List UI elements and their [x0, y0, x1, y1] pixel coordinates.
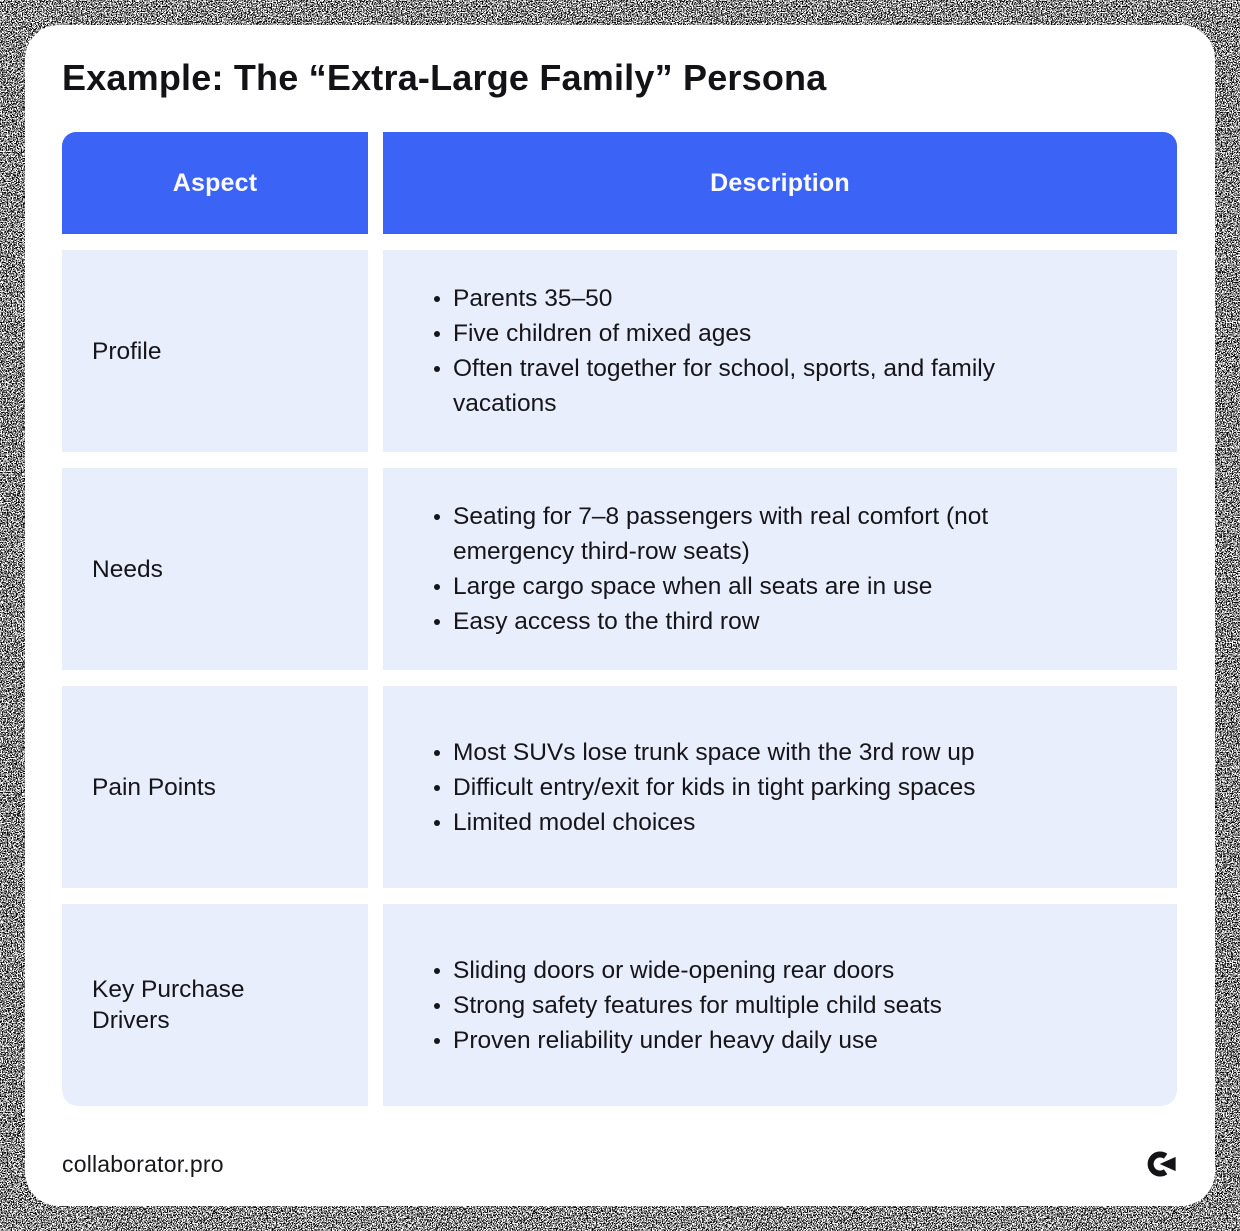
aspect-cell: Key Purchase Drivers [62, 904, 368, 1107]
description-cell: Most SUVs lose trunk space with the 3rd … [383, 686, 1177, 889]
content-card: Example: The “Extra-Large Family” Person… [25, 25, 1215, 1206]
bullet-dot-icon [434, 584, 440, 591]
bullet-dot-icon [434, 819, 440, 826]
aspect-label: Profile [92, 337, 162, 365]
collaborator-logo-icon [1147, 1148, 1177, 1180]
bullet-item: Five children of mixed ages [434, 316, 1052, 351]
header-cell-description: Description [383, 132, 1177, 235]
bullet-dot-icon [434, 1037, 440, 1044]
bullet-dot-icon [434, 331, 440, 338]
bullet-item: Limited model choices [434, 805, 1052, 840]
bullet-text: Large cargo space when all seats are in … [453, 573, 933, 601]
description-cell: Sliding doors or wide-opening rear doors… [383, 904, 1177, 1107]
bullet-item: Proven reliability under heavy daily use [434, 1023, 1052, 1058]
bullet-item: Often travel together for school, sports… [434, 351, 1052, 421]
bullet-text: Seating for 7–8 passengers with real com… [453, 503, 989, 566]
bullet-list: Sliding doors or wide-opening rear doors… [434, 953, 1052, 1058]
table-header-row: Aspect Description [62, 132, 1177, 235]
bullet-text: Limited model choices [453, 808, 696, 836]
bullet-dot-icon [434, 366, 440, 373]
aspect-label: Key Purchase Drivers [92, 976, 245, 1035]
bullet-item: Seating for 7–8 passengers with real com… [434, 499, 1052, 569]
bullet-dot-icon [434, 1002, 440, 1009]
bullet-text: Parents 35–50 [453, 285, 613, 313]
bullet-dot-icon [434, 967, 440, 974]
bullet-dot-icon [434, 296, 440, 303]
bullet-dot-icon [434, 749, 440, 756]
aspect-cell: Needs [62, 468, 368, 671]
bullet-item: Most SUVs lose trunk space with the 3rd … [434, 735, 1052, 770]
bullet-text: Often travel together for school, sports… [453, 355, 995, 418]
table-row: Pain Points Most SUVs lose trunk space wi… [62, 686, 1177, 889]
bullet-list: Seating for 7–8 passengers with real com… [434, 499, 1052, 639]
bullet-dot-icon [434, 514, 440, 521]
bullet-text: Most SUVs lose trunk space with the 3rd … [453, 738, 975, 766]
bullet-item: Parents 35–50 [434, 281, 1052, 316]
bullet-dot-icon [434, 619, 440, 626]
bullet-item: Strong safety features for multiple chil… [434, 988, 1052, 1023]
aspect-label: Pain Points [92, 773, 216, 801]
bullet-text: Sliding doors or wide-opening rear doors [453, 956, 895, 984]
description-cell: Seating for 7–8 passengers with real com… [383, 468, 1177, 671]
bullet-item: Easy access to the third row [434, 604, 1052, 639]
site-name: collaborator.pro [62, 1150, 224, 1177]
footer: collaborator.pro [62, 1148, 1177, 1180]
table-row: Needs Seating for 7–8 passengers with rea… [62, 468, 1177, 671]
bullet-text: Difficult entry/exit for kids in tight p… [453, 773, 976, 801]
bullet-text: Easy access to the third row [453, 608, 760, 636]
bullet-text: Proven reliability under heavy daily use [453, 1026, 878, 1054]
bullet-list: Most SUVs lose trunk space with the 3rd … [434, 735, 1052, 840]
page-title: Example: The “Extra-Large Family” Person… [62, 57, 827, 98]
table-row: Key Purchase Drivers Sliding doors or wid… [62, 904, 1177, 1107]
bullet-item: Large cargo space when all seats are in … [434, 569, 1052, 604]
bullet-item: Sliding doors or wide-opening rear doors [434, 953, 1052, 988]
aspect-label: Needs [92, 555, 163, 583]
bullet-item: Difficult entry/exit for kids in tight p… [434, 770, 1052, 805]
aspect-cell: Pain Points [62, 686, 368, 889]
bullet-text: Strong safety features for multiple chil… [453, 991, 942, 1019]
header-cell-aspect: Aspect [62, 132, 368, 235]
bullet-dot-icon [434, 784, 440, 791]
bullet-text: Five children of mixed ages [453, 320, 752, 348]
aspect-cell: Profile [62, 250, 368, 453]
